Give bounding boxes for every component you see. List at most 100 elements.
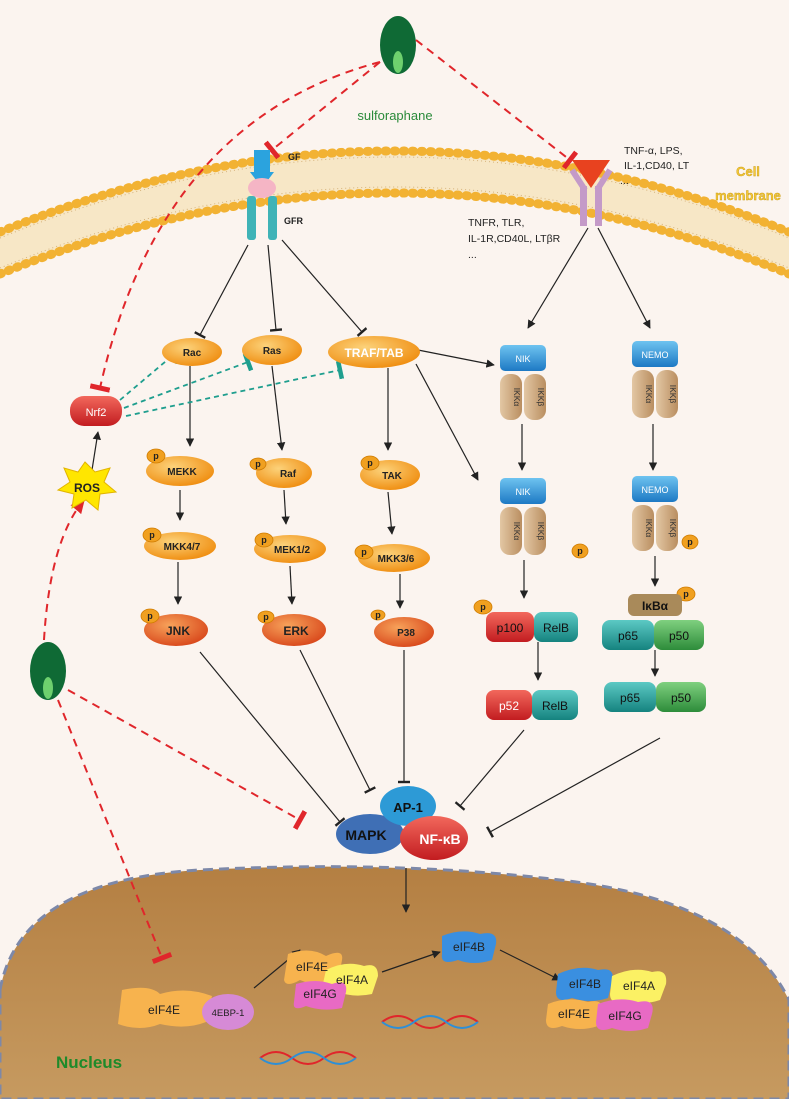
eif4b-mid-label: eIF4B [453,940,485,954]
eif4g-right-shape [596,999,653,1031]
nfkb-hub-node [400,816,468,860]
rac-label: Rac [183,348,202,359]
arrow-mek-erk [287,565,296,605]
phosphate-badges [140,448,699,624]
p65-label-1: p65 [618,629,638,643]
jnk-node [144,614,208,646]
eif4e-mid-label: eIF4E [296,960,328,974]
nfkb-label: NF-κB [419,831,460,847]
arrow-jnk-mapk [199,651,346,827]
arrow-tnfr-nemo [597,227,651,329]
eif4a-right-label: eIF4A [623,979,655,993]
gfr-receptor [247,150,277,240]
cell-membrane-label-2: membrane [715,188,781,203]
inhibit-tnfr-line [415,39,579,170]
erk-label: ERK [283,624,309,638]
translation-shapes [118,931,667,1031]
inhibit-nrf2-rac [119,347,180,401]
ligand-line-1: TNF-α, LPS, [624,145,683,157]
inhibit-ros-mapk-line [67,689,308,830]
jnk-label: JNK [166,624,190,638]
p38-label: P38 [397,628,415,639]
ros-induce-line [43,498,85,641]
eif4a-mid-label: eIF4A [336,973,368,987]
mek12-label: MEK1/2 [274,545,311,556]
4ebp1-label: 4EBP-1 [212,1008,245,1019]
relb-label-1: RelB [543,621,569,635]
arrow-raf-mek [281,489,290,525]
p52-node [486,690,532,720]
traf-tab-node [328,336,420,368]
p65-label-2: p65 [620,691,640,705]
raf-node [256,458,312,488]
inhibit-nrf2-traf [125,360,345,417]
gfr-label: GFR [284,216,303,226]
eif4e-left-shape [118,987,212,1028]
inhibit-nucleus-line [57,699,173,965]
ikba-node [628,594,682,616]
arrow-ras-raf [271,365,286,451]
arrow-gfr-traf [281,239,368,337]
p-ikkb-nemo: p [687,537,693,547]
p50-label-2: p50 [671,691,691,705]
nik-complex-1 [500,345,546,420]
p-mkk36: p [361,547,367,557]
p100-label: p100 [497,621,524,635]
p-raf: p [255,459,261,469]
nucleus [0,865,789,1099]
ligand-line-2: IL-1,CD40, LT [624,160,690,172]
arrow-eif4e-eif4b [381,950,441,973]
p65-node-1 [602,620,654,650]
p-p38: p [375,610,381,620]
inhibit-gfr-line [263,61,381,160]
mkk47-label: MKK4/7 [164,542,201,553]
ikkb-label-2: IKKβ [536,522,546,541]
arrow-gfr-rac [194,244,249,339]
tnfr-receptor [569,160,613,226]
mkk47-node [144,532,216,560]
nemo-complex-1 [632,341,678,418]
erk-node [262,614,326,646]
dna-icon-1 [381,1015,479,1029]
relb-node-1 [534,612,578,642]
nemo-complex-2 [632,476,678,551]
p50-node-2 [656,682,706,712]
p-mekk: p [153,451,159,461]
mapk-nodes [144,335,434,647]
arrow-tnfr-nik [527,227,589,329]
arrow-ros-nrf2 [91,431,101,471]
arrow-traf-nik [417,349,495,368]
arrow-traf-nik2 [415,363,479,481]
raf-label: Raf [280,469,297,480]
ligand-line-3: ... [620,175,629,187]
eif4a-right-shape [610,969,667,1003]
eif4g-mid-label: eIF4G [303,987,336,1001]
eif4e-right-label: eIF4E [558,1007,590,1021]
ap1-label: AP-1 [393,800,423,815]
mekk-label: MEKK [167,467,197,478]
ikka-label-3: IKKα [644,385,654,404]
eif4b-right-label: eIF4B [569,977,601,991]
p-mkk47: p [149,530,155,540]
sulforaphane-label: sulforaphane [357,108,432,123]
ikba-label: IκBα [642,599,669,613]
nemo-label-2: NEMO [642,485,669,495]
nik-label-2: NIK [515,487,530,497]
arrow-tak-mkk36 [387,491,396,535]
p-ikkb-nik: p [577,546,583,556]
eif4b-right-shape [556,967,613,1001]
receptor-line-1: TNFR, TLR, [468,217,524,229]
ap1-hub-node [380,786,436,826]
relb-label-2: RelB [542,699,568,713]
nucleus-label: Nucleus [56,1053,122,1072]
dna-icon-2 [259,1051,357,1065]
eif4g-mid-shape [293,981,347,1010]
arrow-p52-nfkb [454,729,525,811]
ikkb-label-1: IKKβ [536,388,546,407]
traf-tab-label: TRAF/TAB [344,346,403,360]
ikka-label-1: IKKα [512,388,522,407]
ros-label: ROS [74,481,100,495]
eif4e-left-label: eIF4E [148,1003,180,1017]
